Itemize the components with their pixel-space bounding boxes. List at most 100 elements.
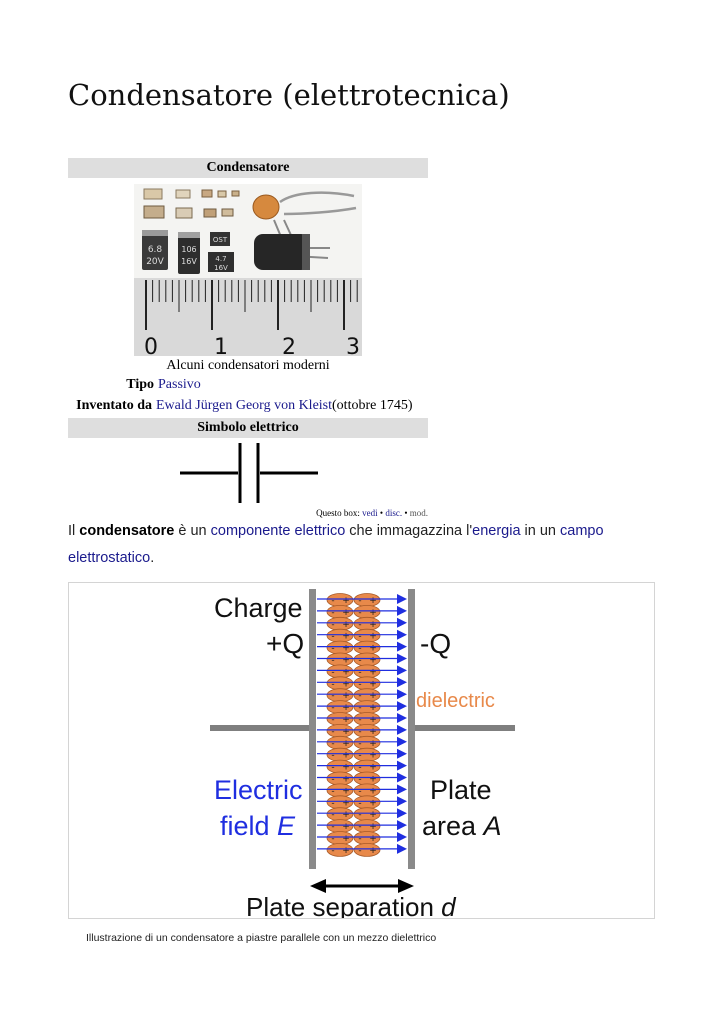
dipole-plus: +	[342, 596, 350, 606]
dipole-minus: -	[331, 620, 334, 630]
field-arrowhead	[397, 689, 407, 700]
field-arrowhead	[397, 772, 407, 783]
svg-text:Plate separation d: Plate separation d	[246, 892, 457, 918]
infobox-header: Condensatore	[68, 158, 428, 178]
navbox-view-link[interactable]: vedi	[362, 508, 378, 518]
minus-q-label: -Q	[420, 628, 451, 659]
svg-text:106: 106	[181, 245, 196, 254]
smd-chip	[175, 207, 193, 219]
dipole-plus: +	[342, 775, 350, 785]
dipole-minus: -	[331, 739, 334, 749]
field-arrowhead	[397, 629, 407, 640]
svg-text:4.7: 4.7	[215, 255, 226, 263]
field-label-line2: field	[220, 811, 277, 841]
infobox-row-inventore: Inventato da Ewald Jürgen Georg von Klei…	[68, 398, 428, 414]
infobox-image-caption: Alcuni condensatori moderni	[166, 358, 330, 373]
dipole-minus: -	[331, 667, 334, 677]
link-energia[interactable]: energia	[472, 523, 521, 539]
dipole-minus: -	[331, 763, 334, 773]
dipole-plus: +	[342, 739, 350, 749]
dipole-plus: +	[369, 751, 377, 761]
smd-chip	[203, 208, 217, 218]
dipole-minus: -	[331, 810, 334, 820]
dipole-plus: +	[369, 596, 377, 606]
dipole-minus: -	[331, 846, 334, 856]
dipole-plus: +	[342, 632, 350, 642]
dipole-plus: +	[369, 786, 377, 796]
capacitors-photo: 6.8 20V 106 16V OST 4.7 16V 0 1 2 3	[134, 184, 362, 360]
dipole-plus: +	[342, 763, 350, 773]
area-label-line2: area	[422, 811, 484, 841]
left-plate	[309, 589, 316, 869]
dipole-minus: -	[358, 846, 361, 856]
separation-variable: d	[441, 892, 457, 918]
dipole-minus: -	[358, 810, 361, 820]
dipole-minus: -	[331, 834, 334, 844]
dipole-plus: +	[369, 822, 377, 832]
dipole-plus: +	[342, 703, 350, 713]
charge-label: Charge	[214, 593, 303, 623]
dipole-plus: +	[342, 751, 350, 761]
dipole-minus: -	[358, 596, 361, 606]
capacitor-figure: -+-+-+-+-+-+-+-+-+-+-+-+-+-+-+-+-+-+-+-+…	[68, 582, 655, 922]
separation-arrowhead-left	[310, 879, 326, 893]
dipole-plus: +	[369, 679, 377, 689]
svg-text:16V: 16V	[181, 257, 197, 266]
tantalum-capacitor	[208, 252, 234, 272]
smd-chip	[143, 205, 165, 219]
dipole-minus: -	[358, 667, 361, 677]
field-arrowhead	[397, 665, 407, 676]
dipole-plus: +	[369, 763, 377, 773]
dipole-plus: +	[342, 727, 350, 737]
ruler-label: 1	[214, 335, 228, 356]
parallel-plate-diagram: -+-+-+-+-+-+-+-+-+-+-+-+-+-+-+-+-+-+-+-+…	[210, 585, 515, 922]
dipole-plus: +	[342, 798, 350, 808]
ruler-label: 3	[346, 335, 360, 356]
dipole-plus: +	[342, 715, 350, 725]
dipole-plus: +	[342, 620, 350, 630]
dipole-plus: +	[369, 632, 377, 642]
infobox-row-tipo: Tipo Passivo	[68, 377, 428, 393]
dipole-plus: +	[369, 775, 377, 785]
dipole-minus: -	[331, 786, 334, 796]
dipole-minus: -	[358, 679, 361, 689]
infobox: Condensatore 6.8 20V	[68, 158, 428, 518]
link-passivo[interactable]: Passivo	[158, 377, 201, 392]
dipole-plus: +	[369, 715, 377, 725]
field-arrowhead	[397, 820, 407, 831]
ruler-label: 2	[282, 335, 296, 356]
field-arrowhead	[397, 677, 407, 688]
link-campo-elettrostatico[interactable]: campo elettrostatico	[68, 523, 604, 566]
ruler-label: 0	[144, 335, 158, 356]
link-kleist[interactable]: Ewald Jürgen Georg von Kleist	[156, 398, 333, 413]
smd-chip	[221, 208, 234, 217]
dipole-minus: -	[358, 644, 361, 654]
ceramic-capacitor	[252, 194, 280, 220]
area-variable: A	[482, 811, 502, 841]
tantalum-capacitor	[178, 232, 200, 274]
separation-label: Plate separation	[246, 892, 441, 918]
field-arrowhead	[397, 760, 407, 771]
dipole-minus: -	[331, 822, 334, 832]
navbox-discuss-link[interactable]: disc.	[385, 508, 403, 518]
dipole-plus: +	[342, 786, 350, 796]
field-variable: E	[277, 811, 296, 841]
field-arrowhead	[397, 724, 407, 735]
field-arrowhead	[397, 713, 407, 723]
navbox-edit: mod.	[409, 508, 428, 518]
dipole-minus: -	[331, 727, 334, 737]
capacitor-symbol	[174, 443, 324, 505]
smd-chip	[175, 189, 191, 199]
figure-caption: Illustrazione di un condensatore a piast…	[86, 932, 437, 944]
field-arrowhead	[397, 808, 407, 819]
field-arrowhead	[397, 701, 407, 712]
link-componente-elettrico[interactable]: componente elettrico	[210, 523, 346, 539]
area-label-line1: Plate	[430, 775, 492, 805]
dipole-plus: +	[369, 798, 377, 808]
bold-term: condensatore	[79, 523, 175, 539]
dipole-minus: -	[358, 822, 361, 832]
tantalum-capacitor	[142, 230, 168, 270]
dipole-plus: +	[369, 691, 377, 701]
dielectric-label: dielectric	[416, 690, 495, 712]
field-arrowhead	[397, 653, 407, 664]
